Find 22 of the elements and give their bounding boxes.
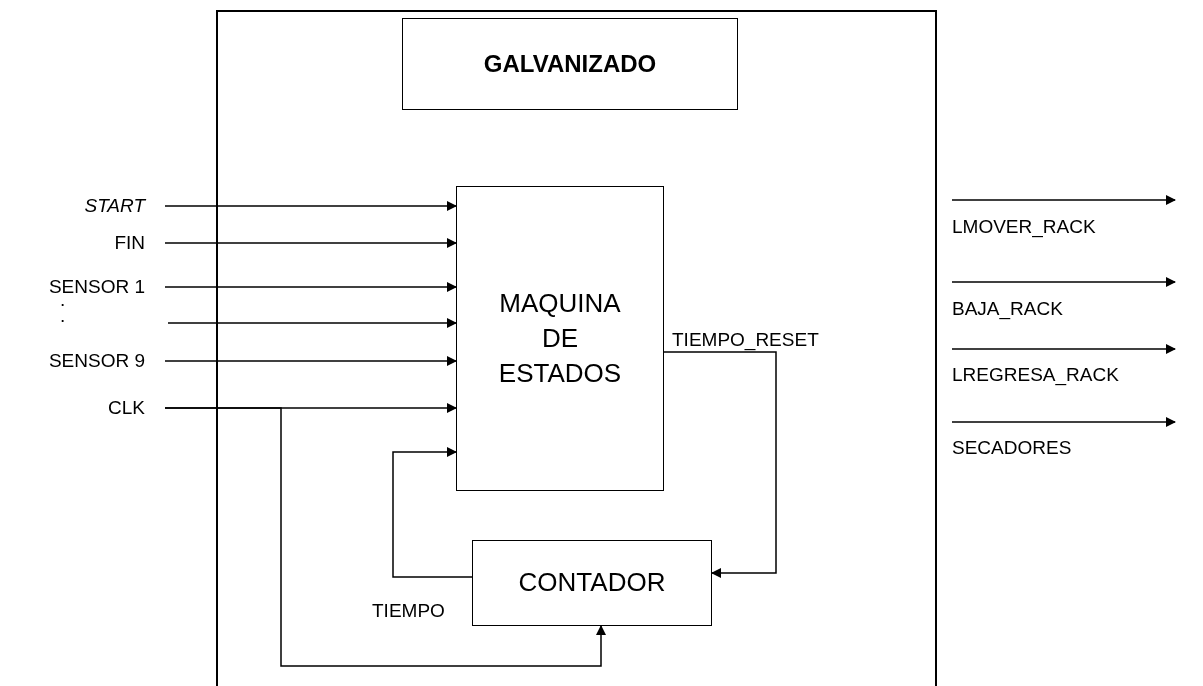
signal-name: BAJA_RACK <box>952 298 1063 320</box>
signal-name: LREGRESA_RACK <box>952 364 1119 386</box>
signal-name: START <box>84 195 145 217</box>
edge-label: TIEMPO <box>372 600 445 622</box>
signal-name: CLK <box>108 397 145 419</box>
arrow <box>167 318 457 328</box>
signal-name: SECADORES <box>952 437 1072 459</box>
arrow <box>164 238 457 248</box>
signal-name: FIN <box>114 232 145 254</box>
arrow <box>663 351 777 578</box>
arrow <box>164 282 457 292</box>
process-box: GALVANIZADO <box>402 18 738 110</box>
arrow <box>392 447 473 578</box>
signal-name: SENSOR 9 <box>48 350 145 372</box>
process-box: CONTADOR <box>472 540 712 626</box>
process-box: MAQUINA DE ESTADOS <box>456 186 664 491</box>
arrow <box>164 356 457 366</box>
system-block <box>216 10 937 686</box>
arrow <box>164 201 457 211</box>
arrow <box>164 407 606 667</box>
signal-name: LMOVER_RACK <box>952 216 1096 238</box>
edge-label: TIEMPO_RESET <box>672 329 819 351</box>
